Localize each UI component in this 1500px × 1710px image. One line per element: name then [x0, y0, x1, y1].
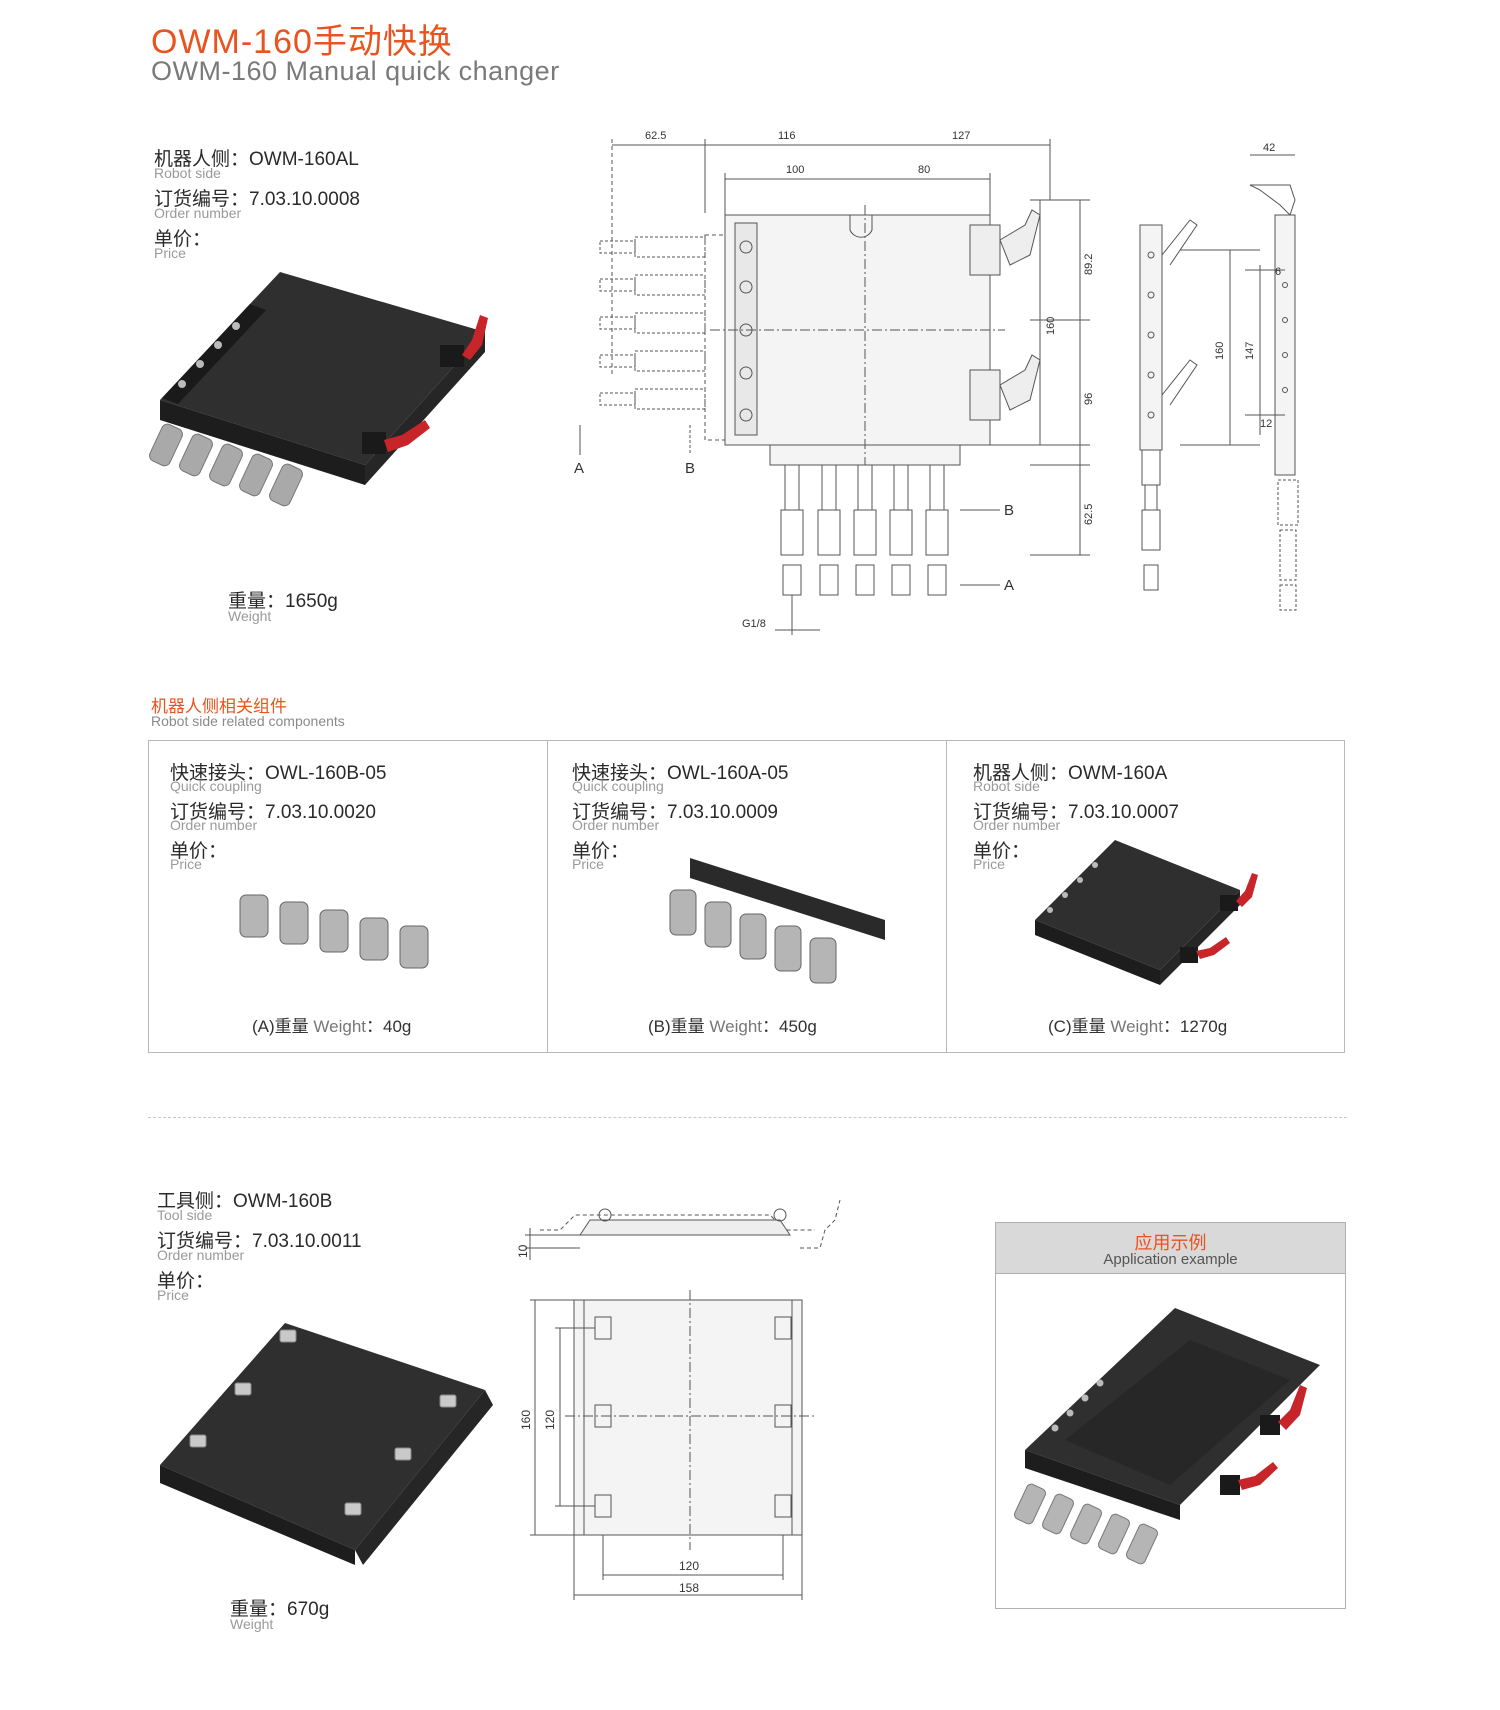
components-divider — [946, 740, 947, 1053]
dim-120-vertical: 120 — [543, 1410, 557, 1430]
dim-160-a: 160 — [1045, 317, 1057, 335]
tool-side-model-row: 工具侧：OWM-160B — [157, 1191, 333, 1212]
component-a-type-en: Quick coupling — [170, 778, 262, 794]
component-b-order-row: 订货编号：7.03.10.0009 — [572, 802, 778, 823]
dim-80: 80 — [918, 164, 930, 176]
components-panel — [148, 740, 1345, 1053]
tool-side-price-en: Price — [157, 1287, 189, 1303]
components-section-title: 机器人侧相关组件 — [151, 697, 287, 716]
dim-6: 6 — [1275, 266, 1281, 278]
component-c-order-row: 订货编号：7.03.10.0007 — [973, 802, 1179, 823]
dim-62-5-side: 62.5 — [1083, 504, 1095, 525]
component-b-caption: (B)重量 Weight：450g — [648, 1017, 817, 1036]
component-b-price: 单价： — [572, 841, 630, 862]
robot-side-price: 单价： — [154, 229, 212, 250]
component-c-model-row: 机器人侧：OWM-160A — [973, 763, 1168, 784]
tool-side-technical-drawing: 10 160 120 120 158 — [516, 1199, 841, 1600]
robot-side-model-row: 机器人侧：OWM-160AL — [154, 149, 359, 170]
robot-side-price-en: Price — [154, 245, 186, 261]
robot-side-en: Robot side — [154, 165, 221, 181]
component-a-model-row: 快速接头：OWL-160B-05 — [170, 763, 387, 784]
page-subtitle: OWM-160 Manual quick changer — [151, 56, 560, 86]
component-b-model-row: 快速接头：OWL-160A-05 — [572, 763, 789, 784]
dim-127: 127 — [952, 130, 970, 142]
component-a-order-row: 订货编号：7.03.10.0020 — [170, 802, 376, 823]
dim-158: 158 — [679, 1581, 699, 1595]
dim-116: 116 — [778, 130, 796, 142]
marker-a-left: A — [574, 460, 584, 477]
tool-side-product-image — [160, 1323, 493, 1565]
component-a-price-en: Price — [170, 856, 202, 872]
tool-side-en: Tool side — [157, 1207, 213, 1223]
robot-side-product-image — [149, 272, 488, 507]
robot-side-weight-en: Weight — [228, 608, 272, 624]
tool-side-order-en: Order number — [157, 1247, 245, 1263]
tool-side-order-row: 订货编号：7.03.10.0011 — [157, 1231, 362, 1252]
component-c-caption: (C)重量 Weight：1270g — [1048, 1017, 1228, 1036]
component-c-price: 单价： — [973, 841, 1031, 862]
dim-10: 10 — [516, 1244, 530, 1258]
component-b-price-en: Price — [572, 856, 604, 872]
dim-147: 147 — [1244, 342, 1256, 360]
tool-side-weight-row: 重量：670g — [230, 1599, 330, 1620]
dim-120-horizontal: 120 — [679, 1559, 699, 1573]
tool-side-weight-en: Weight — [230, 1616, 274, 1632]
robot-side-order-en: Order number — [154, 205, 242, 221]
dim-62-5-top: 62.5 — [645, 130, 666, 142]
dim-12: 12 — [1260, 418, 1272, 430]
component-a-image — [239, 894, 429, 969]
page-title: OWM-160手动快换 — [151, 23, 453, 61]
dim-160-b: 160 — [1214, 342, 1226, 360]
components-divider — [547, 740, 548, 1053]
application-example-subtitle: Application example — [1103, 1251, 1238, 1268]
marker-b-left: B — [685, 460, 695, 477]
component-b-image — [669, 858, 885, 984]
dim-160-plate: 160 — [519, 1410, 533, 1430]
application-example-header — [996, 1223, 1345, 1274]
section-divider — [148, 1117, 1347, 1118]
application-example-image — [1014, 1308, 1320, 1565]
dim-89-2: 89.2 — [1083, 254, 1095, 275]
robot-side-weight-row: 重量：1650g — [228, 591, 338, 612]
marker-b-right: B — [1004, 502, 1014, 519]
robot-side-technical-drawing: 62.5 116 127 100 80 89.2 160 96 62.5 42 … — [574, 130, 1299, 635]
dim-100: 100 — [786, 164, 804, 176]
component-b-order-en: Order number — [572, 817, 660, 833]
component-c-order-en: Order number — [973, 817, 1061, 833]
marker-a-right: A — [1004, 577, 1014, 594]
component-c-price-en: Price — [973, 856, 1005, 872]
component-c-image — [1035, 840, 1258, 985]
component-c-type-en: Robot side — [973, 778, 1040, 794]
component-a-order-en: Order number — [170, 817, 258, 833]
dim-g1-8: G1/8 — [742, 618, 766, 630]
component-b-type-en: Quick coupling — [572, 778, 664, 794]
dim-96: 96 — [1083, 393, 1095, 405]
dim-42: 42 — [1263, 142, 1275, 154]
tool-side-price: 单价： — [157, 1271, 215, 1292]
robot-side-order-row: 订货编号：7.03.10.0008 — [154, 189, 360, 210]
components-section-subtitle: Robot side related components — [151, 713, 345, 729]
component-a-price: 单价： — [170, 841, 228, 862]
application-example-title: 应用示例 — [1134, 1233, 1207, 1253]
component-a-caption: (A)重量 Weight：40g — [252, 1017, 412, 1036]
